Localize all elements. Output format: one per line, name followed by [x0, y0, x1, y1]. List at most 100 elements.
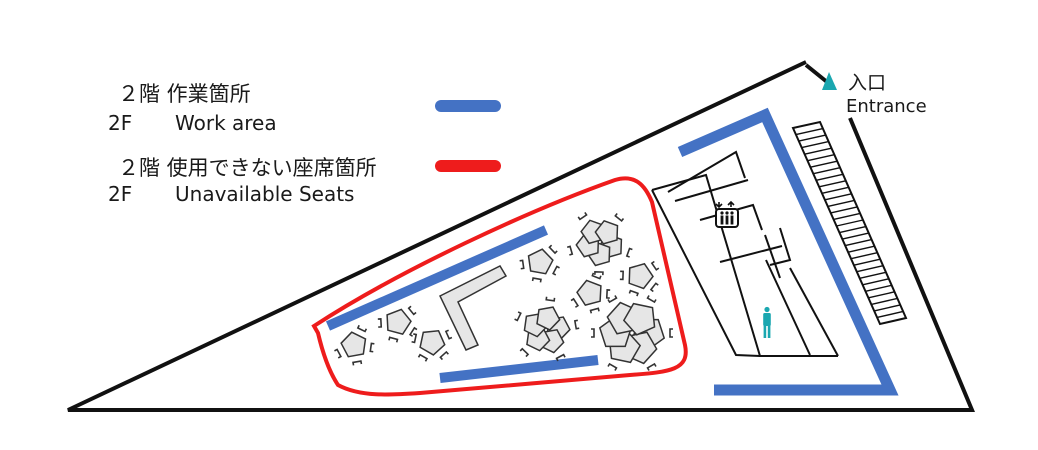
- chair: [628, 289, 639, 297]
- stair-tread: [807, 153, 835, 162]
- legend-unavailable-swatch: [435, 160, 501, 172]
- chair: [649, 282, 659, 293]
- table-cluster: [591, 295, 673, 371]
- stair-tread: [830, 206, 858, 214]
- stairs: [791, 120, 908, 326]
- table-with-chairs: [519, 244, 560, 283]
- chair: [334, 348, 342, 359]
- stair-tread: [853, 258, 881, 266]
- chair: [356, 324, 368, 333]
- stair-tread: [836, 219, 864, 227]
- stair-tread: [847, 245, 875, 253]
- chair: [407, 305, 417, 316]
- entrance-label-en: Entrance: [846, 96, 927, 117]
- chair: [646, 295, 657, 304]
- legend-unavailable-prefix: 2F: [108, 182, 133, 206]
- stair-tread: [859, 271, 887, 279]
- stair-tread: [821, 186, 849, 195]
- chair: [519, 259, 525, 270]
- person-icon: [763, 306, 771, 338]
- chair: [594, 271, 604, 276]
- chair: [605, 289, 611, 299]
- stair-tread: [845, 238, 872, 247]
- chair: [352, 360, 363, 366]
- stair-tread: [862, 278, 889, 286]
- stair-tread: [868, 291, 895, 299]
- chair: [519, 347, 530, 358]
- chair: [548, 244, 558, 255]
- stair-tread: [813, 167, 841, 175]
- chair: [577, 211, 588, 221]
- stair-tread: [839, 225, 867, 234]
- l-shaped-counter: [439, 265, 508, 351]
- stair-tread: [816, 173, 844, 181]
- entrance-label-jp: 入口: [848, 72, 887, 94]
- stair-tread: [801, 140, 829, 149]
- table: [419, 329, 446, 356]
- legend-work-area-prefix: 2F: [108, 111, 133, 135]
- stair-tread: [824, 193, 852, 201]
- chair: [625, 247, 633, 258]
- table: [527, 248, 554, 275]
- chair: [514, 311, 522, 322]
- chair: [411, 333, 418, 344]
- table-cluster: [514, 296, 580, 362]
- chair: [388, 336, 399, 343]
- table: [628, 262, 654, 290]
- chair: [439, 350, 449, 361]
- stair-tread: [827, 199, 855, 208]
- triangle-up-icon: [822, 72, 837, 90]
- legend-work-area-jp: ２階 作業箇所: [118, 82, 251, 106]
- table: [340, 331, 367, 358]
- chair: [444, 329, 453, 340]
- stair-tread: [871, 297, 898, 306]
- chair: [589, 307, 600, 314]
- table: [536, 306, 561, 331]
- work-area-lines: [325, 107, 899, 396]
- chair: [607, 362, 618, 371]
- seating-furniture: [334, 211, 673, 371]
- stair-tread: [876, 310, 904, 319]
- legend-unavailable-en: Unavailable Seats: [175, 182, 355, 206]
- stair-tread: [804, 147, 832, 155]
- table-cluster: [566, 211, 633, 276]
- stair-tread: [833, 212, 861, 221]
- chair: [545, 296, 556, 302]
- legend-work-area-en: Work area: [175, 111, 277, 135]
- stair-tread: [865, 284, 892, 293]
- interior-walls: [651, 150, 839, 357]
- stair-tread: [842, 232, 869, 240]
- table-with-chairs: [411, 329, 453, 362]
- chair: [591, 328, 595, 338]
- table-with-chairs: [377, 305, 418, 343]
- stair-tread: [850, 251, 878, 260]
- unavailable-seats-boundary: [311, 176, 688, 397]
- chair: [566, 245, 574, 256]
- stair-tread: [874, 304, 901, 312]
- table: [622, 302, 656, 336]
- building-outline-main: [67, 60, 976, 412]
- chair: [570, 297, 580, 308]
- stair-tread: [856, 265, 884, 273]
- chair: [591, 272, 602, 280]
- chair: [650, 260, 660, 271]
- table-with-chairs: [334, 324, 375, 366]
- chair: [573, 319, 580, 330]
- chair: [614, 213, 625, 222]
- stair-tread: [798, 134, 826, 142]
- chair: [669, 328, 673, 338]
- chair: [555, 353, 566, 362]
- chair: [369, 342, 375, 353]
- legend-unavailable-jp: ２階 使用できない座席箇所: [118, 156, 377, 180]
- chair: [552, 265, 560, 276]
- chair: [646, 362, 657, 371]
- chair: [377, 318, 383, 328]
- table: [576, 279, 602, 307]
- chair: [417, 353, 429, 362]
- stair-tread: [810, 160, 838, 168]
- legend-work-area-swatch: [435, 100, 501, 112]
- chair: [619, 270, 624, 281]
- stair-tread: [818, 180, 846, 188]
- stair-tread: [795, 127, 824, 136]
